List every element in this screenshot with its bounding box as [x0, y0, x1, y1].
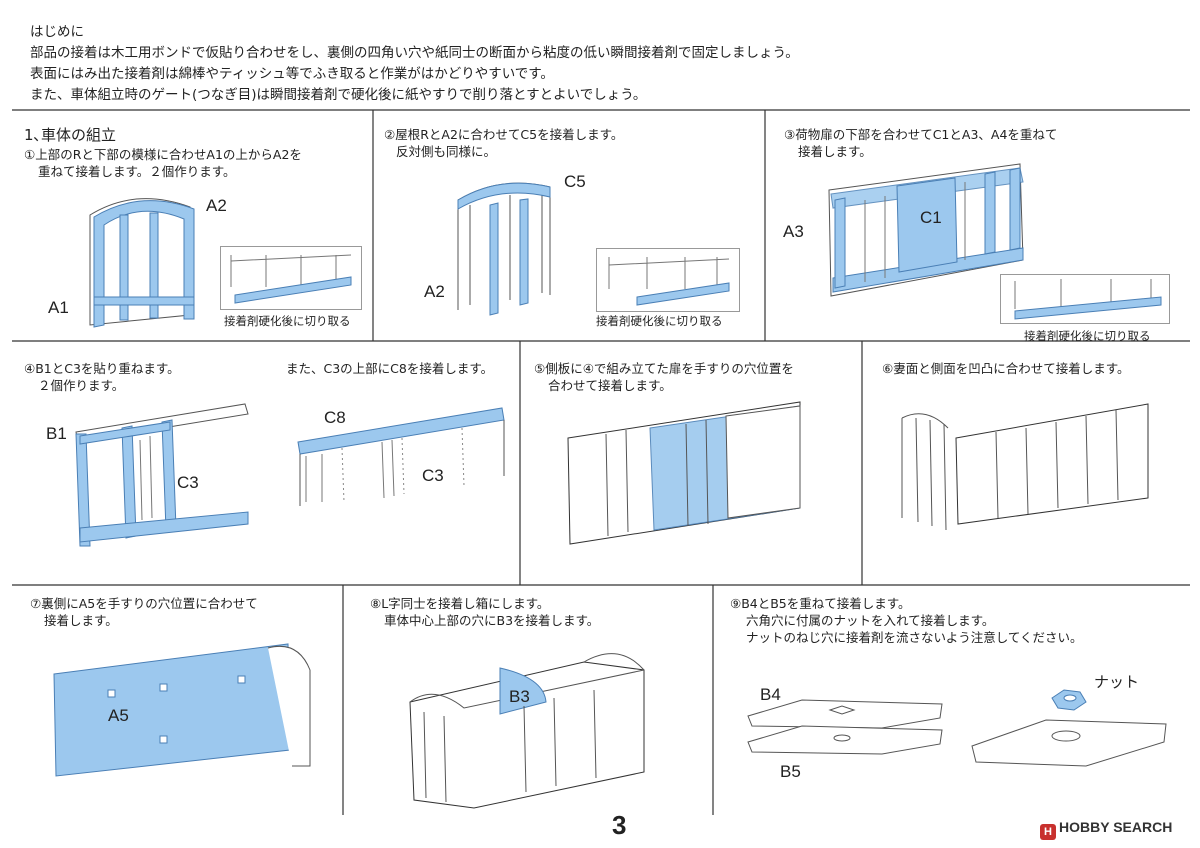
brand-logo-icon: H — [1040, 824, 1056, 840]
label-c1: C1 — [920, 208, 942, 227]
label-a5: A5 — [108, 706, 129, 725]
step2-detail-figure — [608, 257, 730, 306]
label-b5: B5 — [780, 762, 801, 781]
step1-caption-2: 重ねて接着します。２個作ります。 — [38, 164, 236, 179]
label-a1: A1 — [48, 298, 69, 317]
label-b1: B1 — [46, 424, 67, 443]
label-a3: A3 — [783, 222, 804, 241]
step5-caption-1: ⑤側板に④で組み立てた扉を手すりの穴位置を — [534, 361, 794, 376]
step9-caption-2: 六角穴に付属のナットを入れて接着します。 — [746, 613, 995, 628]
intro-line-3: 表面にはみ出た接着剤は綿棒やティッシュ等でふき取ると作業がはかどりやすいです。 — [30, 66, 554, 82]
label-a2: A2 — [206, 196, 227, 215]
step9-caption-3: ナットのねじ穴に接着剤を流さないよう注意してください。 — [746, 630, 1083, 645]
step3-detail-figure — [1014, 279, 1162, 320]
step1-caption-1: ①上部のRと下部の模様に合わせA1の上からA2を — [24, 147, 302, 162]
step7-caption-2: 接着します。 — [44, 613, 118, 628]
step2-caption-2: 反対側も同様に。 — [396, 144, 497, 159]
step7-inner-wall-figure — [53, 643, 311, 777]
step6-assembly-figure — [901, 403, 1149, 531]
step1-detail-inset — [220, 246, 362, 310]
step5-caption-2: 合わせて接着します。 — [548, 378, 672, 393]
label-b3: B3 — [509, 687, 530, 706]
brand-name: HOBBY SEARCH — [1059, 819, 1173, 835]
step7-caption-1: ⑦裏側にA5を手すりの穴位置に合わせて — [30, 596, 258, 611]
step4-door-figure — [75, 403, 249, 547]
step2-caption-1: ②屋根RとA2に合わせてC5を接着します。 — [384, 127, 624, 142]
step6-caption-1: ⑥妻面と側面を凹凸に合わせて接着します。 — [882, 361, 1130, 376]
step3-caption-2: 接着します。 — [798, 144, 872, 159]
step8-box-figure — [409, 653, 645, 809]
intro-line-2: 部品の接着は木工用ボンドで仮貼り合わせをし、裏側の四角い穴や紙同士の断面から粘度… — [30, 45, 799, 61]
step2-note: 接着剤硬化後に切り取る — [596, 314, 723, 328]
step9-caption-1: ⑨B4とB5を重ねて接着します。 — [730, 596, 911, 611]
page-number: 3 — [612, 810, 627, 840]
step1-note: 接着剤硬化後に切り取る — [224, 314, 351, 328]
step9-nut-assembly-figure — [971, 689, 1167, 767]
label-nut: ナット — [1094, 673, 1140, 691]
label-c8: C8 — [324, 408, 346, 427]
section-title: 1､車体の組立 — [24, 126, 117, 144]
step4-caption-2: ２個作ります。 — [38, 378, 125, 393]
step5-side-assembly-figure — [567, 401, 801, 545]
intro-line-4: また、車体組立時のゲート(つなぎ目)は瞬間接着剤で硬化後に紙やすりで削り落とすと… — [30, 87, 647, 103]
step3-side-panel-figure — [828, 163, 1024, 297]
step3-caption-1: ③荷物扉の下部を合わせてC1とA3、A4を重ねて — [784, 127, 1058, 142]
label-a2-step2: A2 — [424, 282, 445, 301]
intro-line-1: はじめに — [30, 24, 84, 40]
step1-detail-figure — [230, 254, 352, 304]
intro-text: はじめに 部品の接着は木工用ボンドで仮貼り合わせをし、裏側の四角い穴や紙同士の断… — [30, 22, 799, 106]
label-c3: C3 — [177, 473, 199, 492]
step8-caption-2: 車体中心上部の穴にB3を接着します。 — [384, 613, 600, 628]
step3-note: 接着剤硬化後に切り取る — [1024, 329, 1151, 343]
step4-c8-figure — [297, 407, 505, 506]
label-c5: C5 — [564, 172, 586, 191]
step4-caption-3: また、C3の上部にC8を接着します。 — [286, 361, 494, 376]
label-c3-right: C3 — [422, 466, 444, 485]
step8-caption-1: ⑧L字同士を接着し箱にします。 — [370, 596, 550, 611]
step4-caption-1: ④B1とC3を貼り重ねます。 — [24, 361, 180, 376]
step1-end-frame-figure — [89, 198, 195, 328]
step9-b4-b5-figure — [747, 699, 943, 755]
step3-detail-inset — [1000, 274, 1170, 324]
label-b4: B4 — [760, 685, 781, 704]
step2-end-frame-figure — [457, 182, 551, 316]
step2-detail-inset — [596, 248, 740, 312]
